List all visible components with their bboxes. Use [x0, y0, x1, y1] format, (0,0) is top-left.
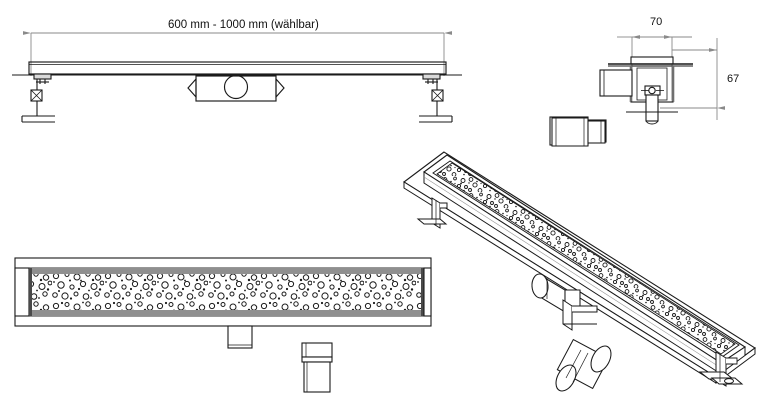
- iso-pipe-connector: [555, 338, 612, 392]
- iso-grate-surface: [436, 162, 736, 355]
- side-outlet-pipe: [599, 69, 633, 97]
- height-dimension-line: [660, 38, 725, 120]
- iso-bracket-left: [416, 197, 448, 229]
- leg-bracket-right: [419, 73, 453, 123]
- center-outlet-front: [187, 74, 285, 102]
- iso-pipe-connector-top: [551, 117, 606, 147]
- length-dimension-line: [23, 31, 452, 76]
- top-view-outlet-stub: [227, 325, 253, 349]
- height-dimension-label: 67: [727, 73, 739, 85]
- grate-end-cap-left: [14, 267, 30, 317]
- width-dimension-label: 70: [650, 16, 662, 28]
- iso-channel-side-wall: [423, 171, 746, 375]
- isometric-view: [403, 117, 756, 392]
- pipe-connector-top-view: [301, 342, 333, 393]
- top-view-grate: [14, 257, 432, 393]
- length-dimension-label: 600 mm - 1000 mm (wählbar): [168, 19, 319, 31]
- leg-bracket-left: [21, 73, 55, 123]
- iso-bracket-right: [698, 351, 744, 387]
- grate-end-cap-right: [423, 267, 432, 317]
- iso-support-bracket-center: [562, 299, 598, 331]
- channel-body-front: [28, 61, 447, 75]
- front-elevation-view: 600 mm - 1000 mm (wählbar): [12, 19, 462, 123]
- grate-perforated-panel: [28, 267, 425, 317]
